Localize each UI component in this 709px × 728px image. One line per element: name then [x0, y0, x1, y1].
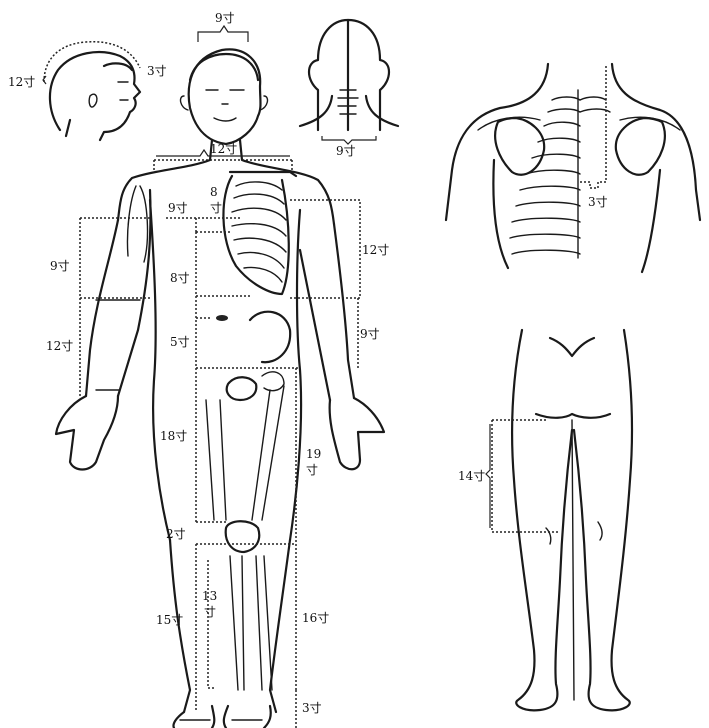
back-spine-dotted-line	[580, 66, 606, 188]
chest-right-label: 12寸	[362, 243, 389, 257]
back-spine-label: 3寸	[588, 195, 608, 209]
abdomen-upper-label: 8寸	[170, 271, 190, 285]
head-top-label: 9寸	[215, 11, 235, 25]
thigh-inner-label: 18寸	[160, 429, 187, 443]
navel-mark	[216, 315, 228, 321]
back-head-figure	[300, 20, 398, 130]
thigh-outer-num: 19	[306, 447, 321, 461]
chest-eight-num: 8	[210, 185, 218, 199]
shin-inner-label: 15寸	[156, 613, 183, 627]
back-legs-figure	[512, 330, 632, 710]
side-head-figure	[50, 52, 140, 140]
chest-left-label: 9寸	[168, 201, 188, 215]
shin-mid-num: 13	[202, 589, 217, 603]
upper-arm-label: 9寸	[50, 259, 70, 273]
shoulder-width-label: 12寸	[210, 142, 237, 156]
thigh-outer-unit: 寸	[306, 463, 318, 477]
waist-right-label: 9寸	[360, 327, 380, 341]
back-thigh-dotted-guide	[492, 420, 558, 532]
chest-eight-unit: 寸	[210, 201, 222, 215]
back-torso-figure	[446, 64, 700, 272]
back-head-brace	[322, 136, 376, 144]
side-head-left-label: 12寸	[8, 75, 35, 89]
ankle-label: 3寸	[302, 701, 322, 715]
knee-label: 2寸	[166, 527, 186, 541]
back-thigh-brace	[486, 424, 490, 528]
shin-outer-label: 16寸	[302, 611, 329, 625]
shin-mid-unit: 寸	[204, 605, 216, 619]
back-thigh-label: 14寸	[458, 469, 485, 483]
back-head-bottom-label: 9寸	[336, 144, 356, 158]
abdomen-lower-label: 5寸	[170, 335, 190, 349]
side-head-right-label: 3寸	[147, 64, 167, 78]
side-head-dotted-arc	[44, 42, 140, 82]
forearm-label: 12寸	[46, 339, 73, 353]
